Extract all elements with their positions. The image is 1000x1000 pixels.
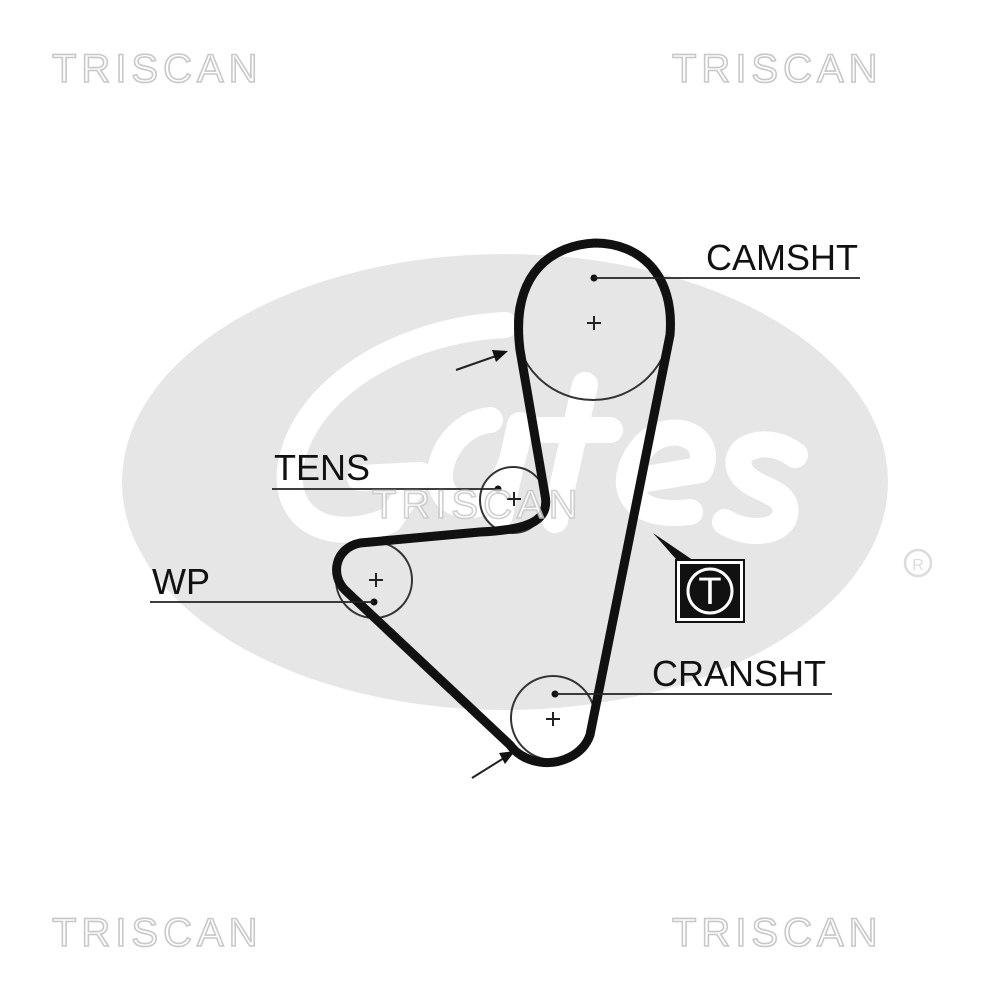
watermark-bottom-left: TRISCAN xyxy=(52,911,263,955)
direction-arrow-icon xyxy=(471,751,515,779)
camshaft-leader xyxy=(590,274,860,282)
camshaft-label: CAMSHT xyxy=(706,237,858,278)
water-pump-leader xyxy=(150,598,378,606)
tensioner-center-mark xyxy=(507,492,521,506)
crankshaft-center-mark xyxy=(546,712,560,726)
timing-belt xyxy=(332,238,675,768)
water-pump-center-mark xyxy=(369,573,383,587)
registered-mark-icon xyxy=(903,548,933,578)
tensioner-symbol-icon: T xyxy=(653,533,745,623)
water-pump-label: WP xyxy=(152,561,210,602)
tensioner-label: TENS xyxy=(274,447,370,488)
crankshaft-leader xyxy=(551,690,832,698)
watermark-top-right: TRISCAN xyxy=(672,47,883,91)
watermark-center: TRISCAN xyxy=(372,483,583,527)
watermark-bottom-right: TRISCAN xyxy=(672,911,883,955)
tensioner-symbol-letter: T xyxy=(698,571,721,613)
camshaft-center-mark xyxy=(587,316,601,330)
crankshaft-label: CRANSHT xyxy=(652,653,826,694)
direction-arrow-icon xyxy=(455,350,508,371)
svg-text:R: R xyxy=(912,557,924,574)
gates-logo-icon: R xyxy=(122,254,933,710)
tensioner-leader xyxy=(272,485,502,493)
watermark-top-left: TRISCAN xyxy=(52,47,263,91)
